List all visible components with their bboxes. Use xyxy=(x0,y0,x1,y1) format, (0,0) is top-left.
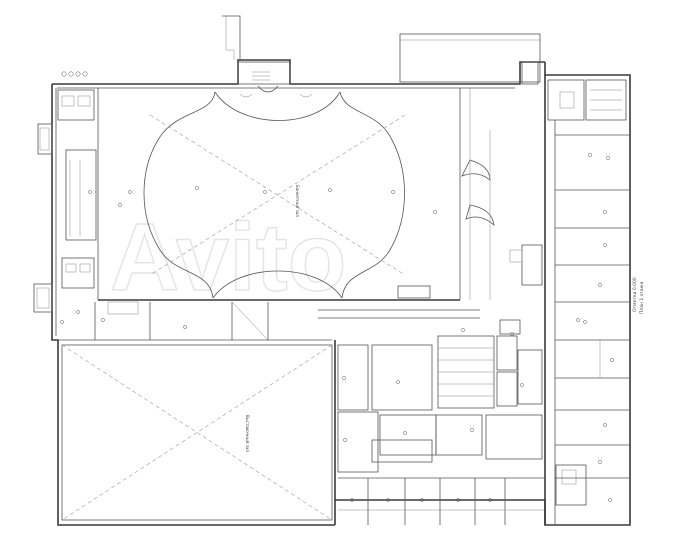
central-room-block xyxy=(334,319,545,525)
left-service-rooms xyxy=(57,89,97,289)
watermark: Avito xyxy=(110,204,346,311)
side-caption-line-2: План 1 этажа xyxy=(639,281,645,314)
banquet-hall-label: Банкетный зал xyxy=(295,185,300,217)
side-caption-line-1: Отметка 0.000 xyxy=(632,277,638,312)
exhibition-hall-label: Выставочный зал xyxy=(245,415,250,452)
right-wing xyxy=(509,75,630,525)
banquet-hall xyxy=(97,85,495,301)
room-markers xyxy=(60,71,614,502)
exhibition-hall xyxy=(61,344,333,521)
lower-corridor-rooms xyxy=(58,285,480,341)
